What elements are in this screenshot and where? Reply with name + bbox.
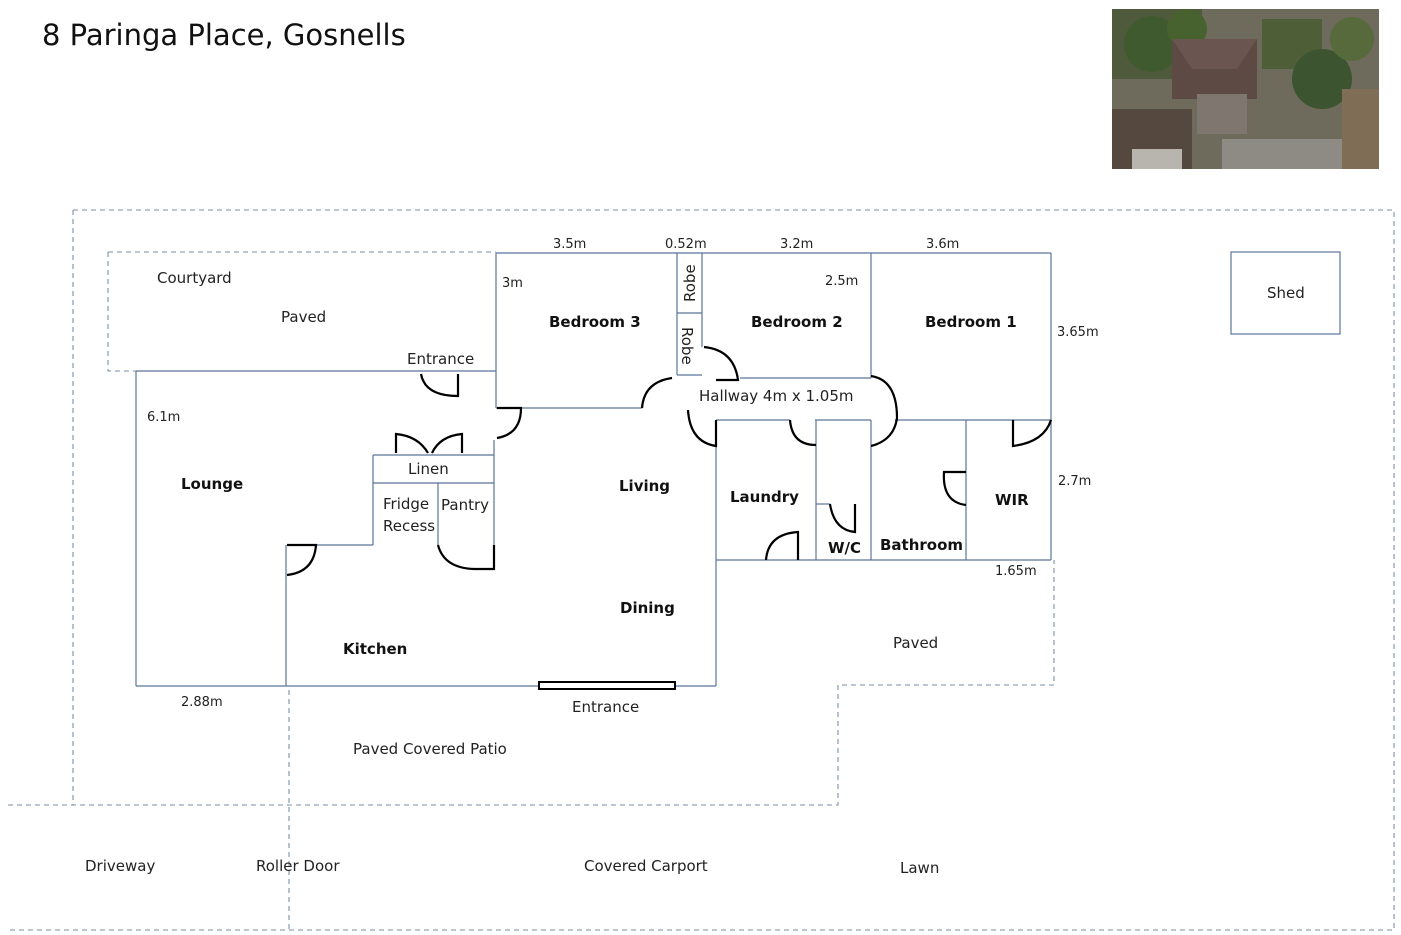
kitchen-label: Kitchen — [343, 640, 407, 658]
courtyard-outline — [107, 251, 496, 372]
courtyard-paved-label: Paved — [281, 308, 326, 326]
courtyard-label: Courtyard — [157, 269, 232, 287]
bathroom-label: Bathroom — [880, 536, 963, 554]
living-label: Living — [619, 477, 670, 495]
dim-lounge-width: 2.88m — [181, 695, 223, 710]
dim-bed2-width: 3.2m — [780, 237, 813, 252]
robe-label-1: Robe — [681, 264, 699, 302]
aerial-photo — [1112, 9, 1379, 169]
shed-outline — [1230, 251, 1341, 335]
dim-robe-width: 0.52m — [665, 237, 707, 252]
bedroom1-label: Bedroom 1 — [925, 313, 1017, 331]
roller-door-label: Roller Door — [256, 857, 340, 875]
patio-label: Paved Covered Patio — [353, 740, 507, 758]
robe-label-2: Robe — [678, 327, 696, 365]
laundry-label: Laundry — [730, 488, 799, 506]
lot-boundary — [8, 209, 1395, 931]
lawn-label: Lawn — [900, 859, 939, 877]
wir-label: WIR — [995, 491, 1029, 509]
fridge-recess-label-2: Recess — [383, 517, 435, 535]
wc-label: W/C — [828, 539, 861, 557]
pantry-label: Pantry — [441, 496, 489, 514]
paved-right-label: Paved — [893, 634, 938, 652]
fridge-recess-label-1: Fridge — [383, 495, 429, 513]
dim-bed2-depth: 2.5m — [825, 274, 858, 289]
shed-label: Shed — [1267, 284, 1305, 302]
page-title: 8 Paringa Place, Gosnells — [42, 18, 406, 52]
carport-label: Covered Carport — [584, 857, 708, 875]
house-walls — [135, 251, 1341, 687]
doors — [286, 345, 1053, 577]
dim-lounge-depth: 6.1m — [147, 410, 180, 425]
hallway-label: Hallway 4m x 1.05m — [699, 387, 854, 405]
dining-label: Dining — [620, 599, 675, 617]
dim-bed3-width: 3.5m — [553, 237, 586, 252]
driveway-label: Driveway — [85, 857, 155, 875]
bedroom2-label: Bedroom 2 — [751, 313, 843, 331]
dim-wir-depth: 2.7m — [1058, 474, 1091, 489]
linen-label: Linen — [408, 460, 449, 478]
entrance-bottom-label: Entrance — [572, 698, 639, 716]
lounge-label: Lounge — [181, 475, 243, 493]
dim-bed3-depth: 3m — [502, 276, 523, 291]
dim-wir-width: 1.65m — [995, 564, 1037, 579]
entrance-top-label: Entrance — [407, 350, 474, 368]
aerial-photo-image — [1112, 9, 1379, 169]
dim-bed1-depth: 3.65m — [1057, 325, 1099, 340]
sliding-door — [538, 681, 676, 690]
dim-bed1-width: 3.6m — [926, 237, 959, 252]
bedroom3-label: Bedroom 3 — [549, 313, 641, 331]
